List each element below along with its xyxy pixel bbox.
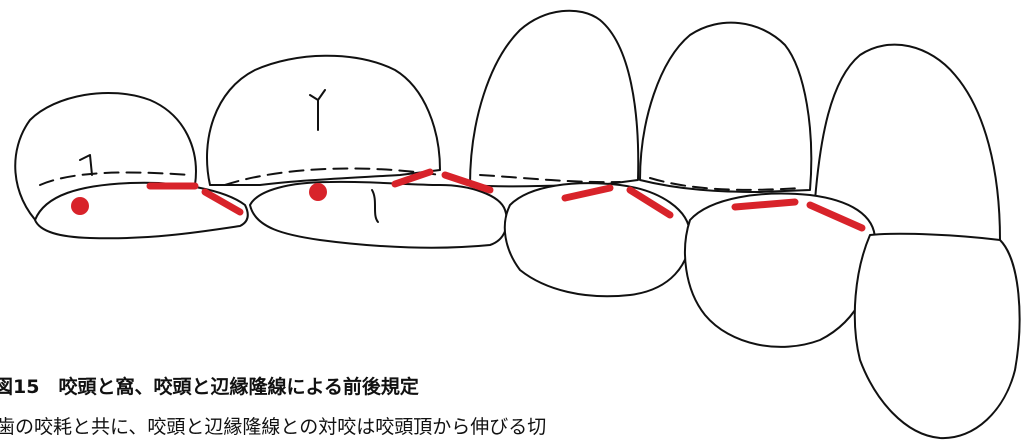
contact-line-8: [806, 201, 866, 232]
contact-line-3: [391, 168, 434, 188]
contact-dot-lower-2: [309, 183, 327, 201]
lower-tooth-3: [503, 182, 691, 298]
upper-marginal-dash-3: [479, 174, 621, 184]
upper-marginal-dash-2: [224, 167, 441, 186]
upper-tooth-3: [469, 9, 640, 188]
figure-caption-title: 図15 咬頭と窩、咬頭と辺縁隆線による前後規定: [0, 376, 419, 398]
contact-line-7: [731, 198, 799, 211]
lower-tooth-5: [853, 232, 1021, 440]
lower-groove-1: [371, 189, 379, 223]
upper-tooth-2: [206, 54, 441, 186]
lower-tooth-4: [684, 192, 876, 348]
upper-marginal-dash-1: [39, 171, 191, 186]
contact-line-4: [441, 171, 494, 194]
occlusal-contacts: [71, 168, 866, 232]
contact-dot-lower-1: [71, 197, 89, 215]
lower-tooth-2: [249, 180, 508, 249]
figure-caption-body: 歯の咬耗と共に、咬頭と辺縁隆線との対咬は咬頭頂から伸びる切: [0, 416, 547, 438]
upper-groove-1: [79, 154, 93, 176]
upper-groove-2: [309, 89, 326, 131]
contact-line-5: [561, 184, 614, 202]
upper-dentition: [14, 9, 1001, 242]
lower-tooth-1: [34, 181, 249, 240]
upper-tooth-4: [639, 21, 813, 193]
upper-marginal-dash-4: [649, 177, 801, 191]
contact-line-2: [201, 188, 244, 216]
contact-line-6: [626, 186, 674, 219]
